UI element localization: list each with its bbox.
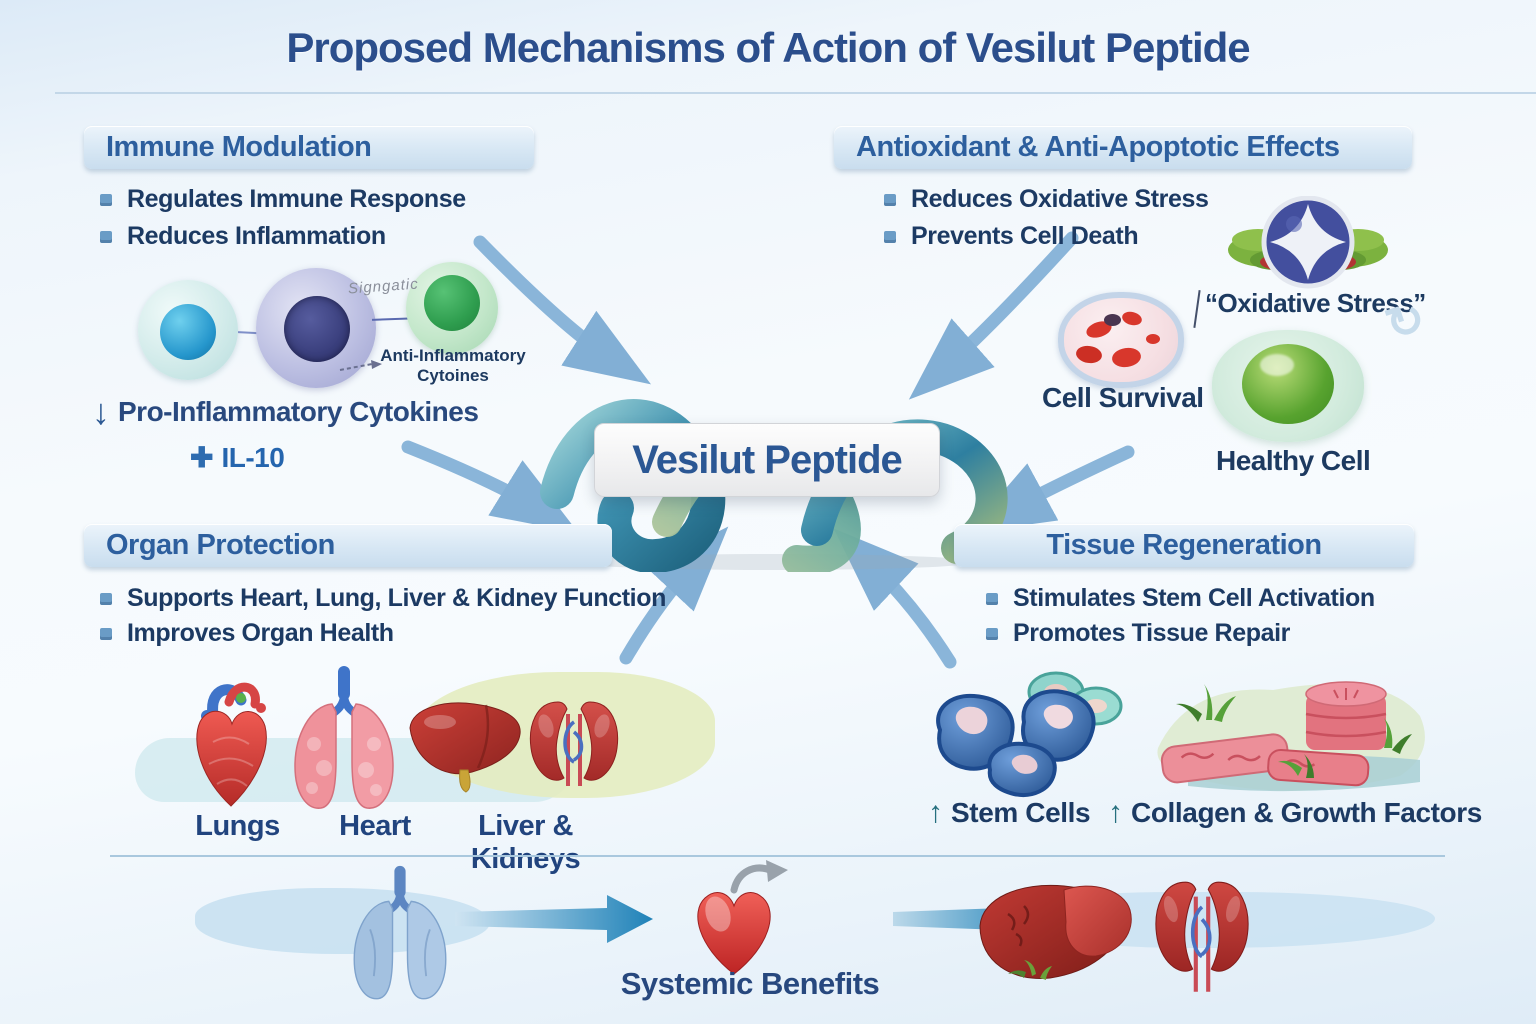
red-heart-illustration (697, 860, 788, 975)
blue-lungs-illustration (353, 865, 447, 1000)
organ-protection-header-label: Organ Protection (106, 529, 335, 561)
up-arrow-icon: ↑ (1108, 796, 1123, 829)
cell-survival-label: Cell Survival (1042, 382, 1204, 413)
flow-arrow-right-icon (455, 895, 653, 943)
vesilut-peptide-label: Vesilut Peptide (632, 437, 903, 482)
stem-cells-label: Stem Cells (951, 797, 1091, 828)
il10-label: IL-10 (221, 442, 285, 473)
footer-kidneys-illustration (1155, 881, 1249, 992)
tissue-regeneration-header-label: Tissue Regeneration (1046, 529, 1322, 561)
arrow-cytokines-to-center (401, 440, 579, 533)
arrow-antioxidant-to-center (908, 231, 1079, 400)
systemic-benefits-label: Systemic Benefits (620, 966, 880, 1001)
healthy-cell-label: Healthy Cell (1216, 445, 1371, 476)
healthy-cell-illustration (1212, 330, 1364, 442)
arrow-cells-to-center (967, 445, 1135, 533)
bullet-icon (884, 193, 896, 206)
plus-icon: ✚ (190, 442, 214, 473)
bullet-icon (100, 592, 112, 605)
anti-inflammatory-cytokines-label: Anti-Inflammatory Cytoines (380, 346, 526, 385)
down-arrow-icon: ↓ (92, 391, 110, 432)
arrow-immune-to-center (473, 235, 652, 385)
antioxidant-bullet-2: Prevents Cell Death (911, 222, 1139, 250)
immune-modulation-header: Immune Modulation (84, 126, 534, 169)
organ-label-lungs: Lungs (195, 810, 280, 842)
organ-protection-header: Organ Protection (84, 524, 612, 567)
immune-modulation-header-label: Immune Modulation (106, 131, 372, 163)
antioxidant-shield-icon (1228, 196, 1388, 289)
organ-bullet-2: Improves Organ Health (127, 619, 394, 647)
antioxidant-bullet-1: Reduces Oxidative Stress (911, 185, 1209, 213)
immune-bullet-2: Reduces Inflammation (127, 222, 386, 250)
stem-cells-illustration (936, 671, 1123, 797)
tissue-regeneration-header: Tissue Regeneration (954, 524, 1414, 567)
stressed-cell-illustration (1058, 292, 1184, 388)
antioxidant-header: Antioxidant & Anti-Apoptotic Effects (834, 126, 1412, 169)
cyan-immune-cell (138, 280, 238, 380)
collagen-label: Collagen & Growth Factors (1131, 797, 1482, 828)
bullet-icon (986, 592, 998, 605)
bullet-icon (100, 193, 112, 206)
bullet-icon (884, 230, 896, 243)
bullet-icon (100, 627, 112, 640)
oxidative-stress-label: “Oxidative Stress” (1205, 288, 1426, 318)
antioxidant-header-label: Antioxidant & Anti-Apoptotic Effects (856, 131, 1340, 163)
collagen-illustration (1157, 681, 1425, 792)
footer-divider (110, 855, 1445, 857)
organ-label-liver-kidneys: Liver & Kidneys (470, 810, 581, 875)
liver-illustration (409, 702, 521, 793)
green-immune-cell (406, 262, 498, 354)
vesilut-peptide-label-box: Vesilut Peptide (594, 423, 940, 497)
heart-illustration (196, 682, 267, 807)
arrow-tissue-to-center (833, 528, 957, 669)
kidneys-illustration (529, 701, 619, 786)
gray-arrow-icon (730, 864, 774, 894)
organ-label-heart: Heart (339, 810, 411, 842)
bullet-icon (100, 230, 112, 243)
tissue-bullet-1: Stimulates Stem Cell Activation (1013, 584, 1375, 612)
lungs-illustration (294, 666, 394, 809)
pro-inflammatory-label: Pro-Inflammatory Cytokines (118, 396, 479, 427)
tissue-bullet-2: Promotes Tissue Repair (1013, 619, 1290, 647)
page-title: Proposed Mechanisms of Action of Vesilut… (286, 24, 1250, 71)
bullet-icon (986, 627, 998, 640)
dashed-arrow-icon (339, 360, 382, 371)
immune-bullet-1: Regulates Immune Response (127, 185, 466, 213)
arrow-organ-to-center (619, 526, 729, 665)
up-arrow-icon: ↑ (928, 796, 943, 829)
title-divider (55, 92, 1536, 94)
footer-liver-illustration (979, 884, 1132, 980)
organ-bullet-1: Supports Heart, Lung, Liver & Kidney Fun… (127, 584, 666, 612)
